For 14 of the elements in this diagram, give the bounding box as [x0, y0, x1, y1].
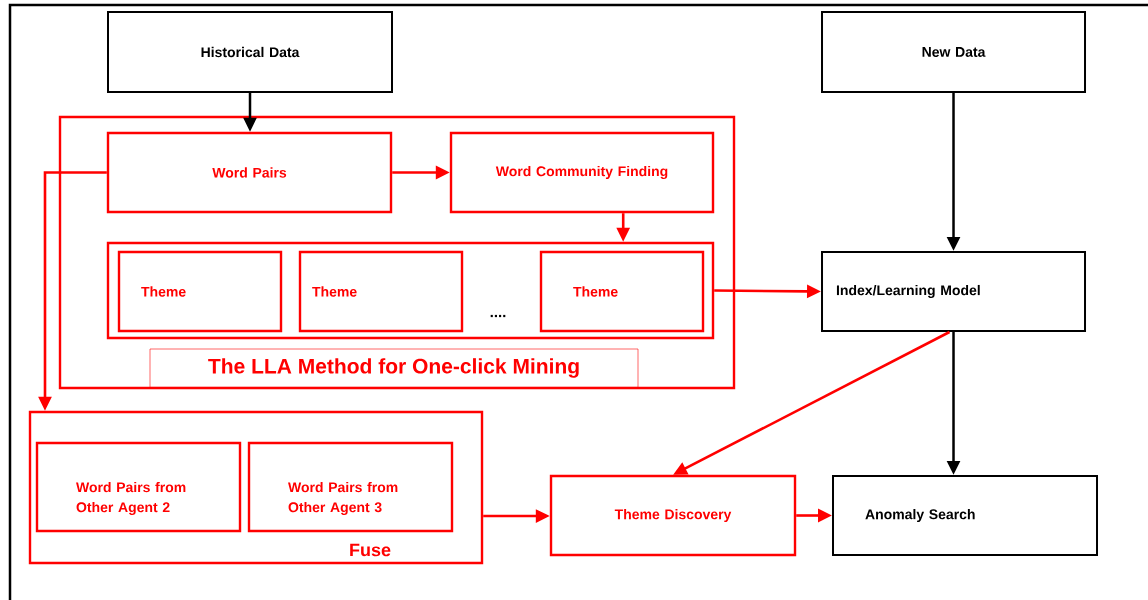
process-box: Word Pairs from Other Agent 2	[35, 441, 242, 533]
process-box: Theme	[117, 250, 283, 333]
process-box: Word Community Finding	[449, 131, 715, 214]
process-box: Word Pairs from Other Agent 3	[247, 441, 454, 533]
process-box: Theme	[298, 250, 464, 333]
process-box: Anomaly Search	[832, 475, 1098, 556]
group-box	[106, 241, 715, 340]
process-box: Theme	[539, 250, 705, 333]
process-box: New Data	[821, 11, 1086, 93]
ellipsis: ....	[490, 314, 506, 318]
process-box: Word Pairs	[106, 131, 393, 214]
process-box: Index/Learning Model	[821, 251, 1086, 332]
process-box: Historical Data	[107, 11, 393, 93]
process-box: Theme Discovery	[549, 474, 797, 557]
